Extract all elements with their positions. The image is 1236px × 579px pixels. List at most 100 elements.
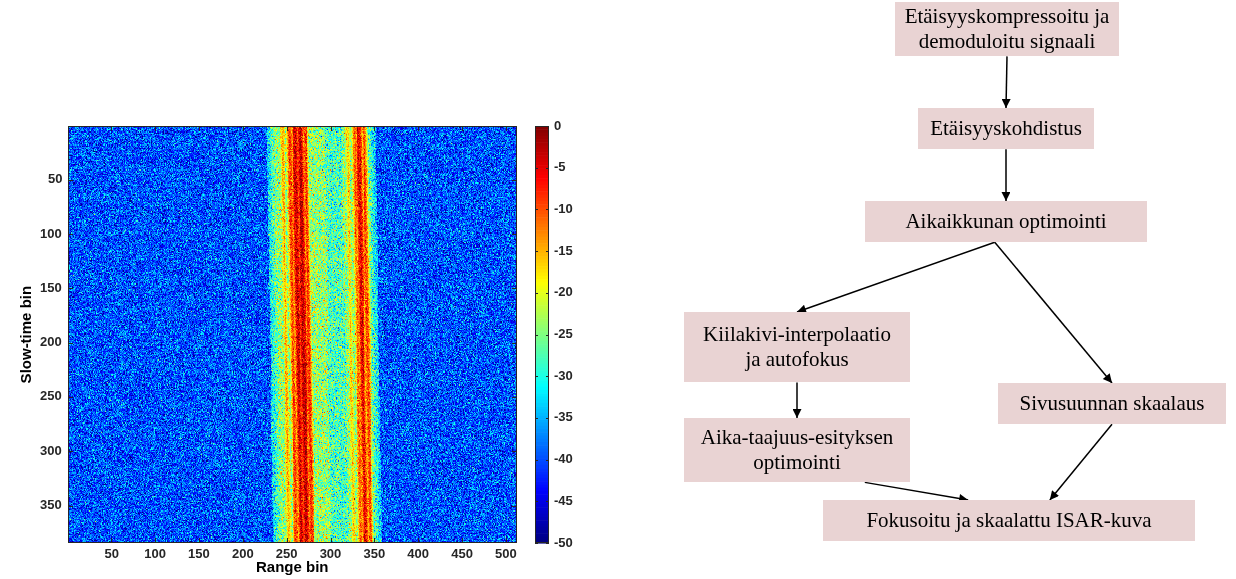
- tick-mark: [546, 543, 549, 544]
- tick-mark: [374, 126, 375, 131]
- flow-arrow: [797, 242, 995, 312]
- process-box: Aikaikkunan optimointi: [865, 201, 1146, 242]
- tick-mark: [68, 234, 73, 235]
- tick-label: 50: [104, 547, 118, 562]
- tick-mark: [535, 168, 538, 169]
- box-label: Aika-taajuus-esityksen optimointi: [698, 425, 896, 475]
- tick-label: 150: [40, 281, 62, 296]
- tick-mark: [546, 460, 549, 461]
- tick-label: 350: [363, 547, 385, 562]
- tick-mark: [546, 168, 549, 169]
- tick-mark: [68, 451, 73, 452]
- tick-mark: [546, 335, 549, 336]
- colorbar-tick-label: -10: [554, 202, 573, 217]
- tick-mark: [535, 376, 538, 377]
- colorbar-tick-label: -40: [554, 452, 573, 467]
- box-label: Etäisyyskompressoitu ja demoduloitu sign…: [901, 4, 1113, 54]
- tick-label: 250: [276, 547, 298, 562]
- box-label: Kiilakivi-interpolaatio ja autofokus: [698, 322, 896, 372]
- flow-arrow: [865, 482, 968, 500]
- axis-title: Slow-time bin: [17, 286, 34, 384]
- tick-mark: [243, 538, 244, 543]
- tick-label: 250: [40, 389, 62, 404]
- tick-mark: [68, 180, 73, 181]
- tick-mark: [535, 418, 538, 419]
- tick-label: 150: [188, 547, 210, 562]
- colorbar-tick-label: -30: [554, 369, 573, 384]
- tick-mark: [374, 538, 375, 543]
- tick-mark: [535, 293, 538, 294]
- colorbar-tick-label: -50: [554, 536, 573, 551]
- tick-mark: [199, 538, 200, 543]
- tick-mark: [512, 234, 517, 235]
- tick-mark: [512, 397, 517, 398]
- colorbar-tick-label: -35: [554, 410, 573, 425]
- tick-mark: [535, 251, 538, 252]
- tick-label: 100: [144, 547, 166, 562]
- tick-label: 100: [40, 227, 62, 242]
- tick-label: 400: [407, 547, 429, 562]
- tick-mark: [535, 126, 538, 127]
- tick-mark: [287, 126, 288, 131]
- tick-mark: [68, 397, 73, 398]
- colorbar-step: [535, 540, 549, 544]
- tick-label: 450: [451, 547, 473, 562]
- tick-mark: [512, 343, 517, 344]
- tick-mark: [68, 288, 73, 289]
- colorbar-tick-label: -20: [554, 285, 573, 300]
- tick-label: 200: [40, 335, 62, 350]
- flow-arrow: [796, 382, 798, 418]
- box-label: Aikaikkunan optimointi: [905, 209, 1106, 234]
- range-time-heatmap: [68, 126, 517, 543]
- tick-mark: [535, 335, 538, 336]
- process-box: Sivusuunnan skaalaus: [998, 383, 1227, 424]
- flow-arrow: [1050, 424, 1112, 500]
- tick-mark: [512, 288, 517, 289]
- tick-mark: [546, 376, 549, 377]
- box-label: Etäisyyskohdistus: [930, 116, 1082, 141]
- tick-mark: [418, 538, 419, 543]
- tick-mark: [462, 126, 463, 131]
- box-label: Sivusuunnan skaalaus: [1020, 391, 1205, 416]
- tick-mark: [111, 538, 112, 543]
- tick-mark: [535, 460, 538, 461]
- process-box: Etäisyyskompressoitu ja demoduloitu sign…: [895, 2, 1119, 56]
- tick-mark: [111, 126, 112, 131]
- tick-label: 350: [40, 498, 62, 513]
- box-label: Fokusoitu ja skaalattu ISAR-kuva: [866, 508, 1151, 533]
- process-box: Etäisyyskohdistus: [918, 108, 1094, 149]
- tick-mark: [506, 126, 507, 131]
- tick-mark: [546, 251, 549, 252]
- tick-mark: [331, 538, 332, 543]
- tick-mark: [243, 126, 244, 131]
- tick-label: 300: [320, 547, 342, 562]
- colorbar-tick-label: -45: [554, 494, 573, 509]
- tick-mark: [535, 209, 538, 210]
- tick-mark: [535, 501, 538, 502]
- tick-mark: [546, 126, 549, 127]
- tick-mark: [535, 543, 538, 544]
- tick-label: 300: [40, 444, 62, 459]
- tick-mark: [331, 126, 332, 131]
- flow-arrow: [1005, 149, 1007, 201]
- tick-mark: [512, 506, 517, 507]
- process-box: Aika-taajuus-esityksen optimointi: [684, 418, 910, 482]
- colorbar-tick-label: -25: [554, 327, 573, 342]
- tick-mark: [512, 451, 517, 452]
- tick-label: 500: [495, 547, 517, 562]
- tick-mark: [546, 209, 549, 210]
- colorbar-frame: [536, 127, 549, 543]
- tick-mark: [287, 538, 288, 543]
- tick-label: 200: [232, 547, 254, 562]
- tick-mark: [506, 538, 507, 543]
- tick-mark: [462, 538, 463, 543]
- axes-frame: [69, 127, 517, 543]
- tick-mark: [155, 126, 156, 131]
- flow-arrow: [1006, 56, 1007, 108]
- tick-mark: [512, 180, 517, 181]
- process-box: Fokusoitu ja skaalattu ISAR-kuva: [823, 500, 1194, 541]
- tick-mark: [418, 126, 419, 131]
